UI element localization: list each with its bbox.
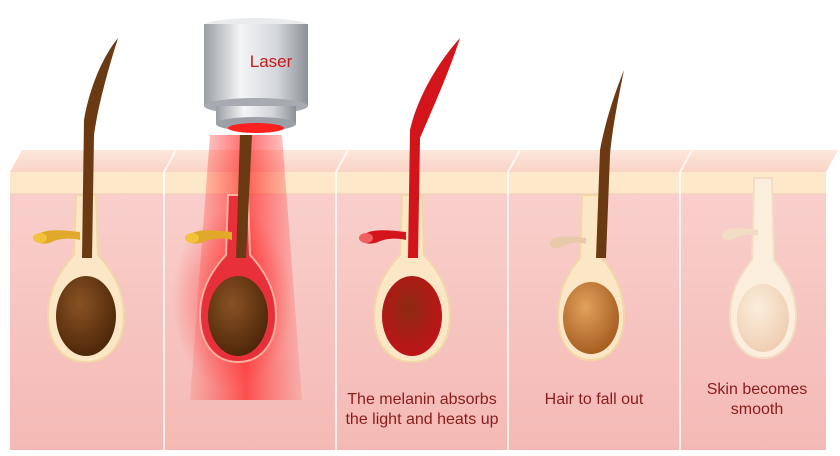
hair-follicle-lasered: [172, 135, 302, 400]
hair-follicle-shedding: [549, 70, 626, 362]
hair-follicle-empty: [721, 177, 798, 360]
stage-caption-hair-falls: Hair to fall out: [544, 391, 644, 408]
hair-follicle-normal: [33, 38, 126, 364]
laser-device: [204, 18, 308, 133]
stage-caption-melanin: The melanin absorbs the light and heats …: [345, 391, 499, 428]
laser-label: Laser: [249, 52, 293, 71]
hair-follicle-heated: [359, 38, 460, 364]
stage-caption-smooth-skin: Skin becomes smooth: [706, 381, 808, 418]
